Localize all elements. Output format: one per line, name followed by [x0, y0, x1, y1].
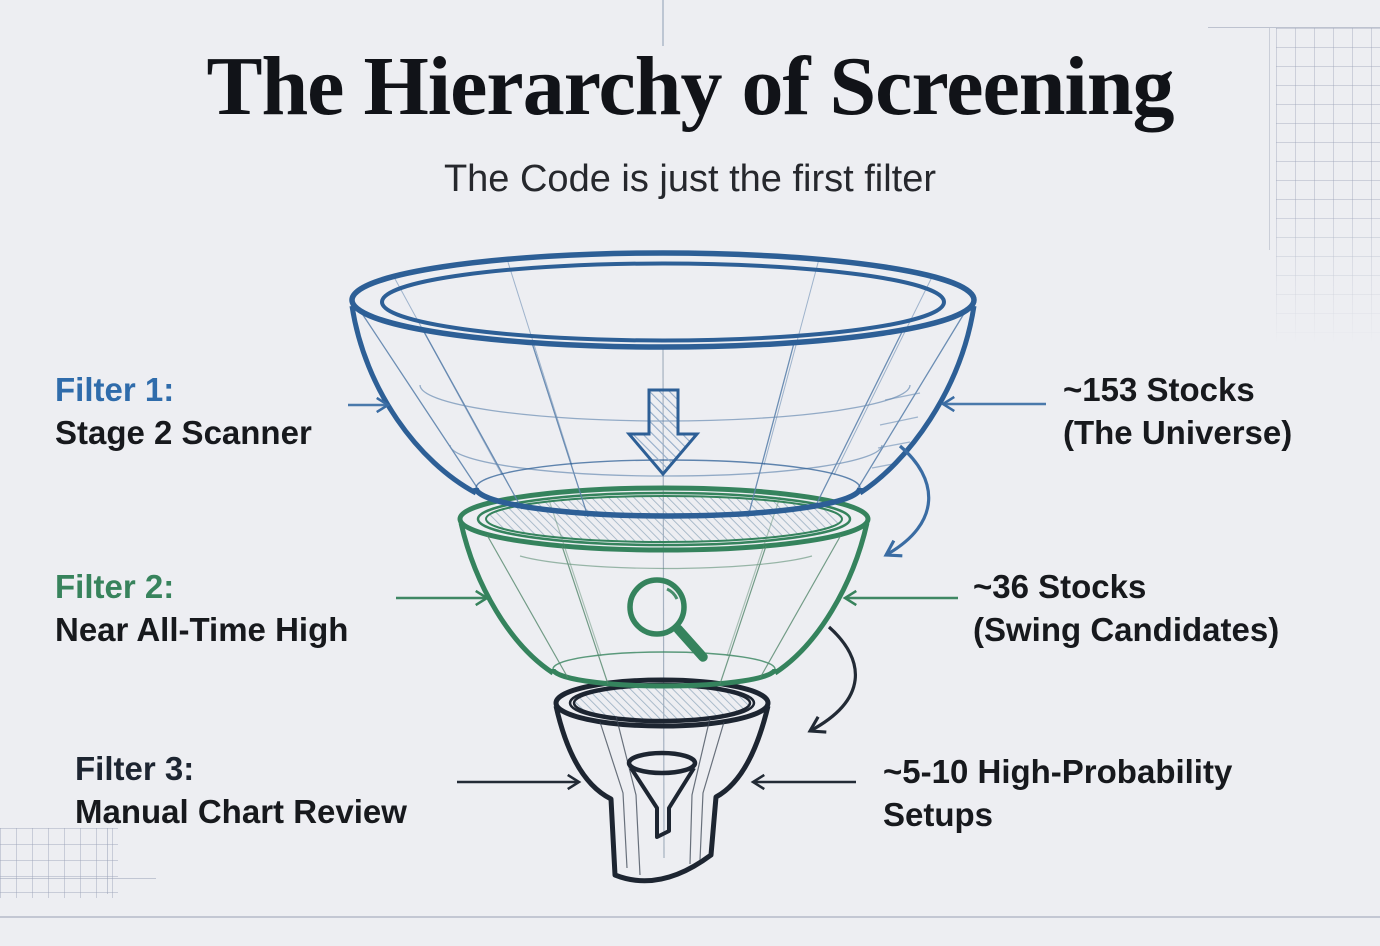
funnel-stage-2 [457, 485, 871, 689]
result-1-label: ~153 Stocks (The Universe) [1063, 368, 1292, 454]
filter-3-title: Filter 3: [75, 750, 195, 787]
funnel-1-inner-rim [380, 261, 946, 343]
filter-2-name: Near All-Time High [55, 611, 349, 648]
filter-3-label: Filter 3: Manual Chart Review [75, 747, 407, 833]
stage-1-to-2-flow-arrow [883, 444, 931, 558]
funnel-3-body [553, 705, 771, 884]
result-3-label: ~5-10 High-Probability Setups [883, 750, 1232, 836]
funnel-1-right-side [858, 305, 977, 496]
filter-2-label: Filter 2: Near All-Time High [55, 565, 348, 651]
funnel-2-left-side [458, 522, 555, 676]
funnel-1-left-side [349, 305, 478, 496]
down-arrow-icon [625, 388, 701, 477]
funnel-3-outer-rim [553, 677, 771, 729]
result-3-count: ~5-10 High-Probability [883, 753, 1233, 790]
magnifier-icon [627, 577, 708, 662]
result-2-count: ~36 Stocks [973, 568, 1147, 605]
result-3-note: Setups [883, 796, 994, 833]
page-subtitle: The Code is just the first filter [443, 158, 937, 200]
stage-2-to-3-flow-arrow [807, 625, 858, 734]
funnel-stage-1 [349, 250, 977, 519]
funnel-1-bottom-arc [473, 487, 863, 519]
filter-1-label: Filter 1: Stage 2 Scanner [55, 368, 312, 454]
funnel-stage-3 [553, 677, 771, 884]
funnel-2-inner-rim [476, 491, 852, 547]
funnel-2-bottom-arc [550, 668, 778, 689]
result-1-count: ~153 Stocks [1063, 371, 1255, 408]
mini-funnel-icon [626, 750, 698, 839]
funnel-2-mesh-screen [485, 495, 843, 543]
page-title: The Hierarchy of Screening [206, 40, 1174, 133]
funnel-3-mesh-screen [572, 684, 752, 722]
filter-3-name: Manual Chart Review [75, 793, 407, 830]
funnel-2-outer-rim [457, 485, 871, 553]
filter-1-name: Stage 2 Scanner [55, 414, 312, 451]
funnel-1-outer-rim [349, 250, 977, 350]
result-2-note: (Swing Candidates) [973, 611, 1280, 648]
funnel-2-right-side [773, 522, 870, 676]
filter-2-title: Filter 2: [55, 568, 175, 605]
filter-1-title: Filter 1: [55, 371, 175, 408]
result-2-label: ~36 Stocks (Swing Candidates) [973, 565, 1279, 651]
result-1-note: (The Universe) [1063, 414, 1293, 451]
